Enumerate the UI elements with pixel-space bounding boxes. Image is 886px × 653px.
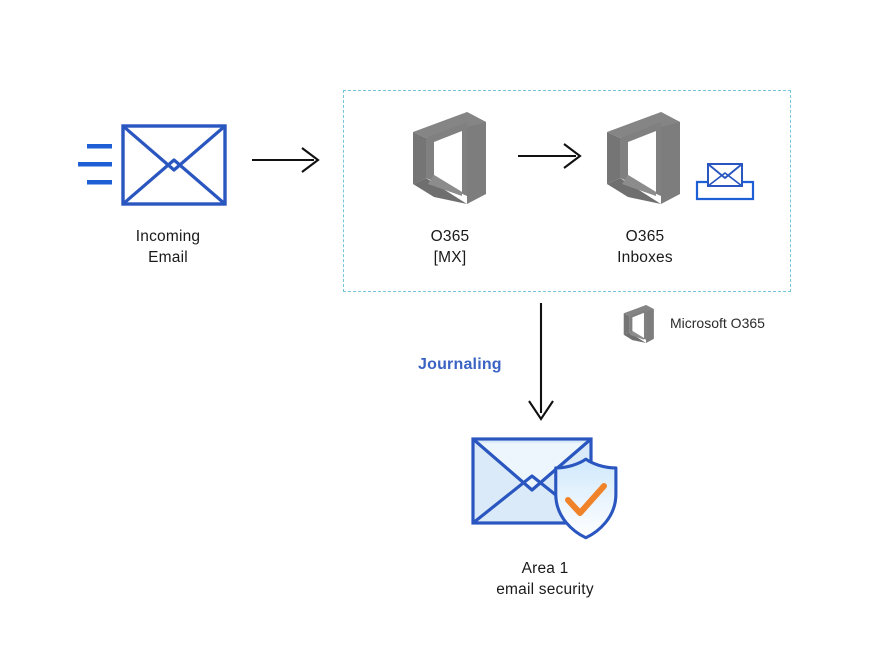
office-logo-right-slab	[661, 112, 680, 204]
connector-inboxes-to-area1	[524, 303, 558, 423]
area1-caption: Area 1 email security	[496, 560, 594, 598]
arrow-head	[563, 143, 582, 169]
speed-line-top	[87, 144, 112, 149]
inbox-tray-node	[694, 158, 756, 202]
inbox-tray-envelope-icon	[695, 163, 755, 201]
office-logo-inner-lip	[428, 175, 462, 196]
office-logo-right-slab	[646, 305, 654, 343]
incoming-email-caption: Incoming Email	[135, 228, 201, 266]
o365-inboxes-caption: O365 Inboxes	[617, 228, 673, 266]
inbox-envelope-lower	[707, 172, 743, 187]
o365-mx-caption: O365 [MX]	[430, 228, 470, 266]
office-logo-inner-lip	[629, 331, 644, 340]
speed-line-middle	[78, 162, 112, 167]
office-logo-left-frame	[623, 313, 630, 335]
office-logo-bottom-wedge	[607, 178, 661, 204]
arrow-head	[301, 147, 320, 173]
connector-mx-to-inboxes	[518, 141, 588, 171]
office-logo-left-frame	[607, 132, 620, 184]
connector-incoming-to-mx	[252, 145, 327, 175]
office-logo-top-wedge	[607, 112, 680, 138]
envelope-shield-check-icon	[471, 437, 618, 540]
area1-node	[468, 432, 633, 547]
office-logo-aperture	[434, 131, 462, 192]
office-logo-left-frame	[413, 132, 426, 184]
legend-office-logo	[620, 303, 658, 345]
office-logo-top-wedge	[623, 305, 654, 316]
area1-envelope-flap	[471, 437, 593, 492]
office-logo-bottom-wedge	[623, 332, 647, 343]
arrow-head	[528, 400, 554, 421]
journaling-label: Journaling	[418, 356, 502, 373]
office-logo-inner-lip	[622, 175, 656, 196]
envelope-with-speed-lines-icon	[78, 124, 227, 206]
inbox-envelope-flap	[707, 163, 743, 179]
area1-envelope-flap-fill	[477, 443, 587, 490]
office-logo-aperture	[628, 131, 656, 192]
office-365-logo-icon	[607, 112, 680, 204]
speed-line-bottom	[87, 180, 112, 185]
office-logo-top-wedge	[413, 112, 486, 138]
area1-shield	[554, 457, 618, 540]
o365-mx-node	[404, 108, 496, 208]
office-logo-aperture	[632, 312, 644, 339]
incoming-email-node	[75, 118, 230, 213]
office-365-logo-icon	[413, 112, 486, 204]
area1-check-icon	[565, 483, 607, 516]
o365-boundary-zone	[343, 90, 791, 292]
office-logo-bottom-wedge	[413, 178, 467, 204]
office-logo-right-slab	[467, 112, 486, 204]
envelope-flap-diagonals	[121, 124, 227, 172]
envelope-lower-diagonals	[121, 158, 227, 206]
legend-label-microsoft-o365: Microsoft O365	[670, 315, 765, 331]
o365-inboxes-node	[598, 108, 690, 208]
office-365-logo-icon	[623, 305, 654, 343]
